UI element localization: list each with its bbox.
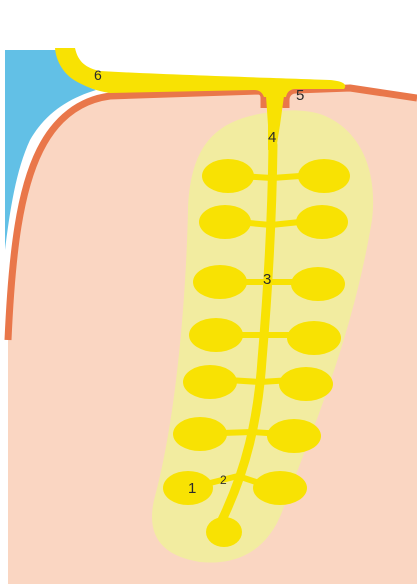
label-2: 2: [220, 473, 227, 487]
label-5: 5: [296, 87, 304, 104]
label-3: 3: [263, 271, 271, 288]
label-1: 1: [188, 480, 196, 497]
label-6: 6: [94, 67, 102, 83]
label-4: 4: [268, 129, 276, 146]
